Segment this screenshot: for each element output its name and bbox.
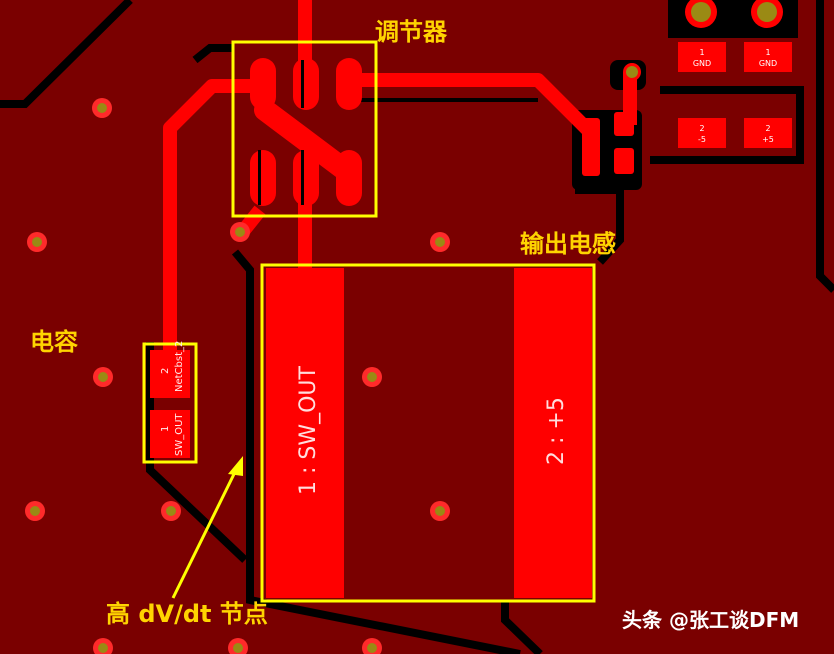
regulator-pad	[336, 58, 362, 110]
regulator-pad	[293, 150, 319, 206]
conn-pos5-net: +5	[762, 135, 774, 144]
via	[93, 367, 113, 387]
connector-drill	[757, 2, 777, 22]
via	[626, 66, 638, 78]
inductor-pin2-label: 2 : +5	[544, 397, 569, 465]
regulator-footprint	[250, 58, 362, 206]
cap-pin2-number: 2	[160, 368, 171, 374]
conn-pos5-number: 2	[765, 124, 770, 133]
regulator-pad	[250, 58, 276, 110]
via	[93, 638, 113, 654]
capacitor-label: 电容	[30, 328, 78, 356]
trace-crossover	[254, 99, 356, 181]
connector-drill	[691, 2, 711, 22]
connector-footprint	[678, 0, 792, 148]
feedback-component	[582, 63, 641, 176]
watermark: 头条 @张工谈DFM	[622, 608, 799, 632]
capacitor-highlight-box	[142, 342, 198, 464]
cap-pin1-number: 1	[160, 426, 171, 432]
via	[230, 222, 250, 242]
connector-pad-gnd-b	[744, 42, 792, 72]
regulator-pad	[293, 58, 319, 110]
dvdt-arrow	[171, 456, 243, 599]
output-inductor-label: 输出电感	[520, 230, 616, 258]
capacitor-pad-1	[150, 410, 190, 458]
inductor-pad-sw-out	[266, 268, 344, 598]
via	[362, 367, 382, 387]
via	[430, 232, 450, 252]
inductor-highlight-box	[260, 263, 596, 603]
conn-neg5-number: 2	[699, 124, 704, 133]
via	[362, 638, 382, 654]
connector-pad-neg5	[678, 118, 726, 148]
conn-gnd-b-net: GND	[759, 59, 777, 68]
conn-neg5-net: -5	[698, 135, 706, 144]
connector-pad-pos5	[744, 118, 792, 148]
via	[25, 501, 45, 521]
via	[228, 638, 248, 654]
cap-pin1-net: SW_OUT	[174, 413, 185, 456]
vias	[25, 66, 638, 654]
regulator-pad	[336, 150, 362, 206]
regulator-label: 调节器	[375, 18, 448, 46]
regulator-pad-slots	[258, 60, 304, 205]
trace-bootstrap	[163, 79, 262, 355]
via	[27, 232, 47, 252]
highlight-boxes	[142, 40, 596, 603]
regulator-highlight-box	[231, 40, 378, 218]
inductor-pin1-label: 1 : SW_OUT	[296, 365, 321, 495]
regulator-pad	[250, 150, 276, 206]
inductor-pad-plus5	[514, 268, 592, 598]
high-dvdt-node-label: 高 dV/dt 节点	[106, 600, 268, 628]
conn-gnd-a-net: GND	[693, 59, 711, 68]
via	[161, 501, 181, 521]
connector-pad-gnd-a	[678, 42, 726, 72]
capacitor-pad-2	[150, 350, 190, 398]
conn-gnd-a-number: 1	[699, 48, 704, 57]
cap-pin2-net: NetCbst_2	[174, 341, 185, 392]
conn-gnd-b-number: 1	[765, 48, 770, 57]
via	[430, 501, 450, 521]
via	[92, 98, 112, 118]
